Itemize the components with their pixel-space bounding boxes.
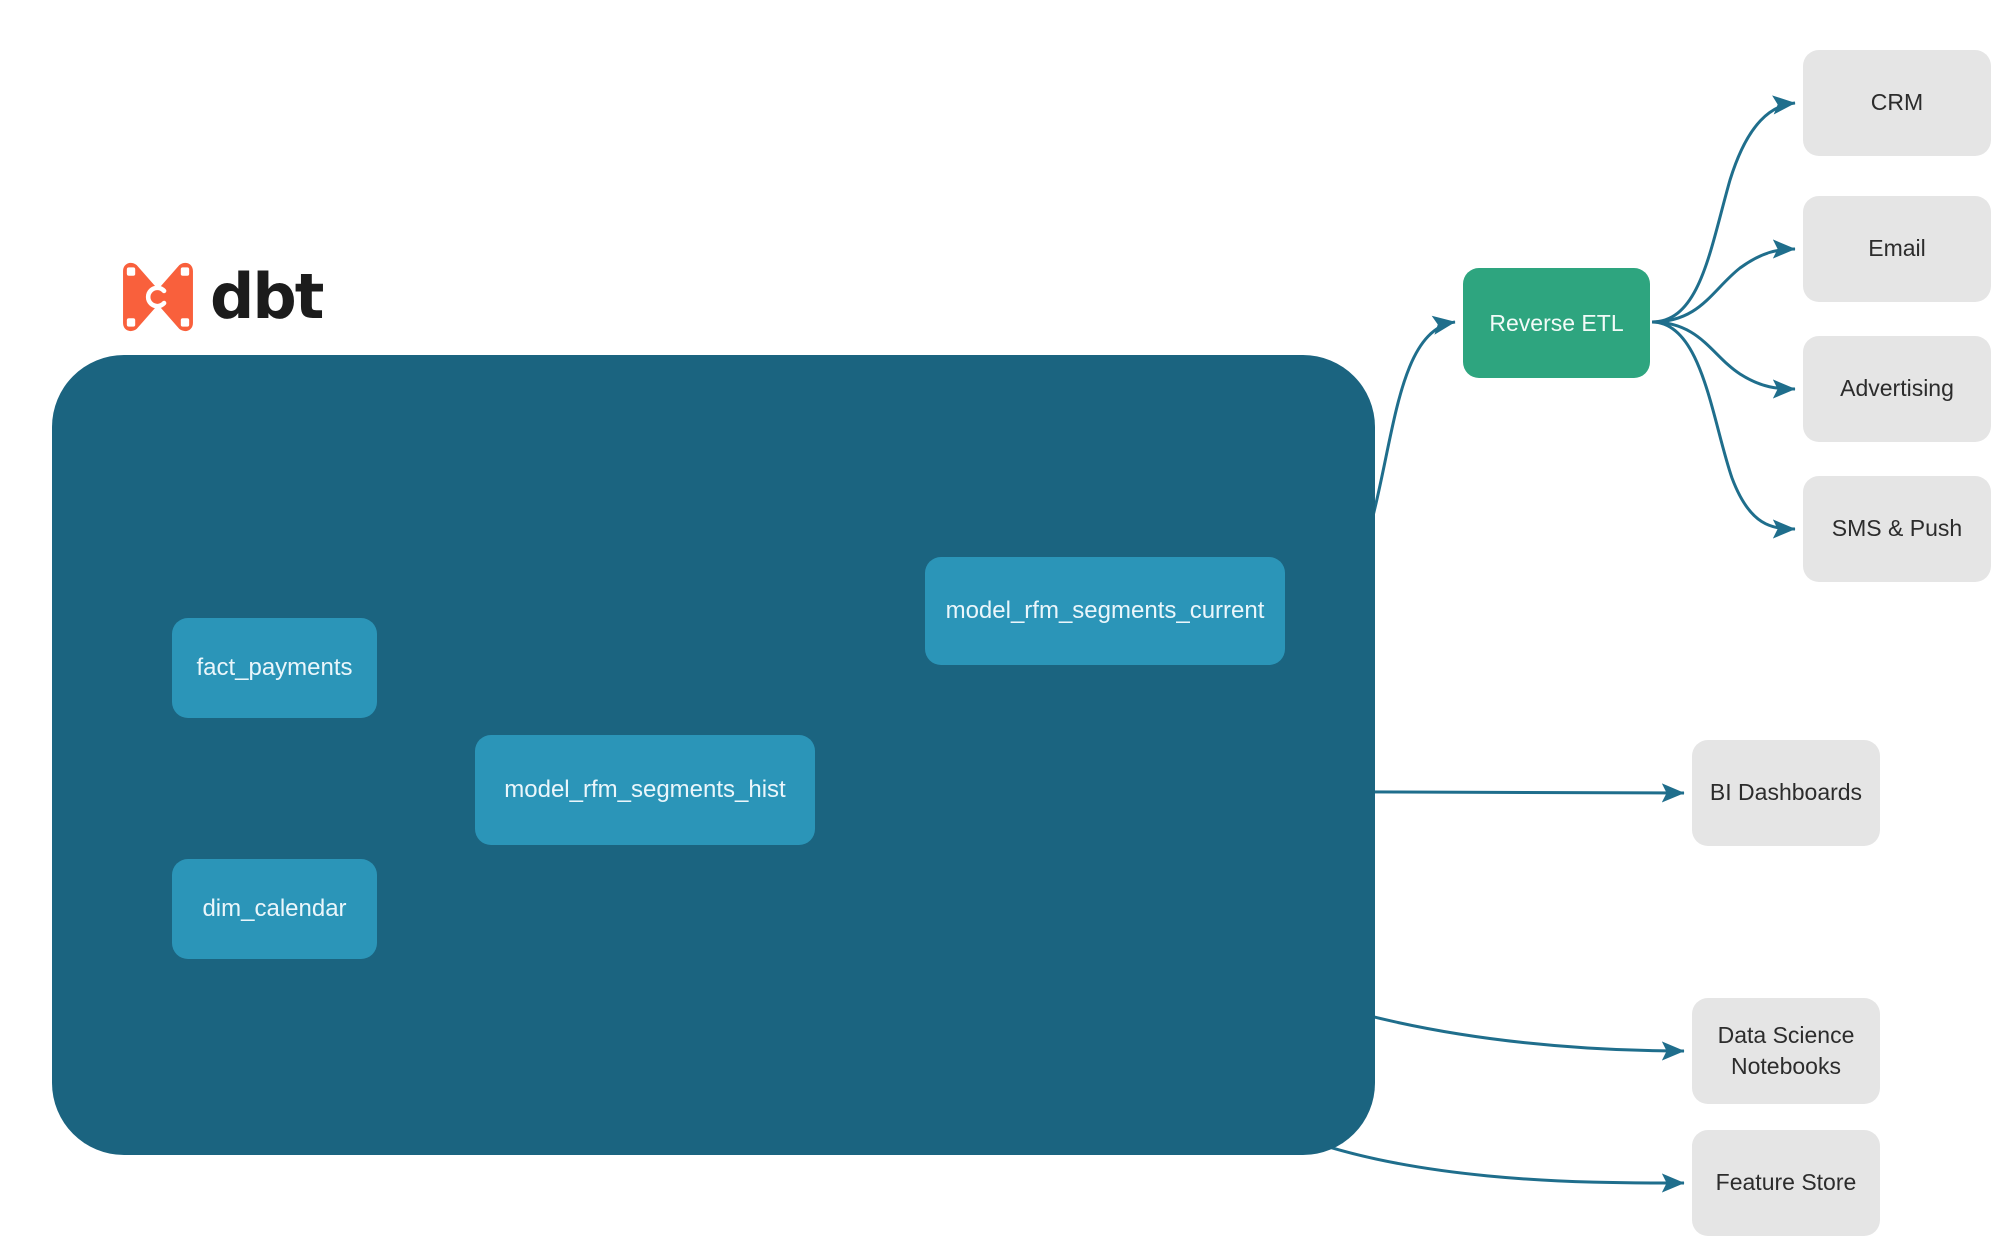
- node-label-line-1: Data Science: [1717, 1021, 1855, 1048]
- node-label: Feature Store: [1715, 1169, 1857, 1196]
- node-data-science-notebooks[interactable]: Data Science Notebooks: [1692, 998, 1880, 1104]
- dbt-wordmark: dbt: [210, 260, 324, 333]
- node-label: BI Dashboards: [1709, 779, 1863, 806]
- node-label-line-2: Notebooks: [1731, 1053, 1841, 1079]
- node-reverse-etl[interactable]: Reverse ETL: [1463, 268, 1650, 378]
- node-label: Data Science Notebooks: [1718, 1020, 1855, 1082]
- dbt-logo-icon: [123, 262, 193, 332]
- edge-reverse-etl-to-sms-push: [1651, 320, 1796, 539]
- node-feature-store[interactable]: Feature Store: [1692, 1130, 1880, 1236]
- node-dim-calendar[interactable]: dim_calendar: [172, 859, 377, 959]
- node-model-rfm-segments-hist[interactable]: model_rfm_segments_hist: [475, 735, 815, 845]
- edge-reverse-etl-to-crm: [1651, 95, 1796, 324]
- node-sms-push[interactable]: SMS & Push: [1803, 476, 1991, 582]
- node-bi-dashboards[interactable]: BI Dashboards: [1692, 740, 1880, 846]
- node-fact-payments[interactable]: fact_payments: [172, 618, 377, 718]
- node-crm[interactable]: CRM: [1803, 50, 1991, 156]
- dbt-logo: dbt: [120, 258, 340, 336]
- edge-reverse-etl-to-advertising: [1651, 320, 1796, 399]
- edge-reverse-etl-to-email: [1651, 239, 1796, 324]
- node-advertising[interactable]: Advertising: [1803, 336, 1991, 442]
- node-email[interactable]: Email: [1803, 196, 1991, 302]
- node-model-rfm-segments-current[interactable]: model_rfm_segments_current: [925, 557, 1285, 665]
